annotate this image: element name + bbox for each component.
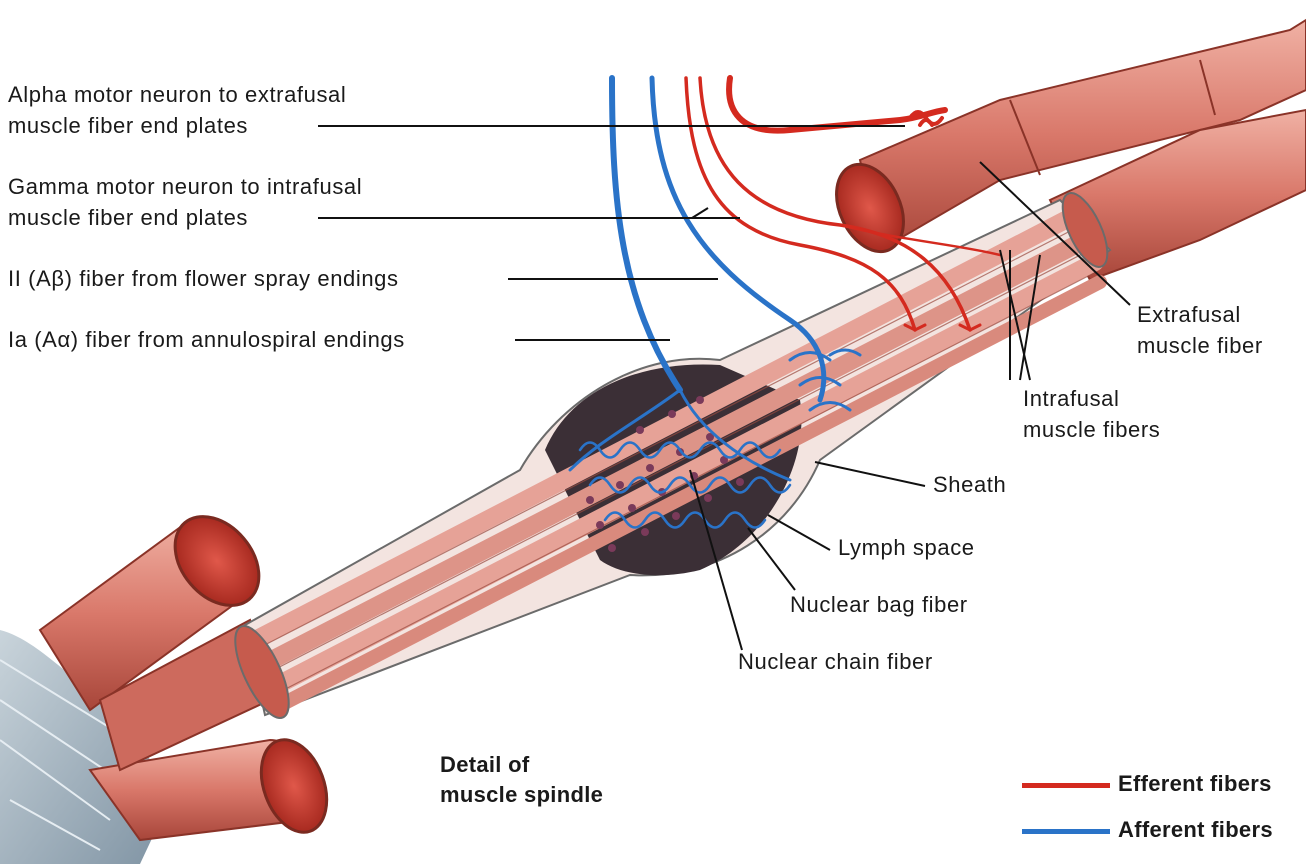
legend-afferent-swatch: [1022, 829, 1110, 834]
muscle-spindle: [234, 192, 1112, 719]
label-extrafusal-line2: muscle fiber: [1137, 333, 1263, 358]
legend-afferent-label: Afferent fibers: [1118, 817, 1273, 842]
legend-efferent-swatch: [1022, 783, 1110, 788]
caption-line2: muscle spindle: [440, 782, 604, 807]
label-sheath: Sheath: [933, 472, 1007, 497]
label-nuclear-bag-fiber: Nuclear bag fiber: [790, 592, 968, 617]
caption-line1: Detail of: [440, 752, 530, 777]
label-extrafusal-line1: Extrafusal: [1137, 302, 1241, 327]
label-ii-fiber: II (Aβ) fiber from flower spray endings: [8, 266, 399, 291]
label-intrafusal-line1: Intrafusal: [1023, 386, 1120, 411]
efferent-fibers: [684, 75, 1002, 332]
legend-efferent-label: Efferent fibers: [1118, 771, 1272, 796]
label-gamma-motor-neuron-line1: Gamma motor neuron to intrafusal: [8, 174, 363, 199]
label-intrafusal-line2: muscle fibers: [1023, 417, 1161, 442]
extrafusal-fiber-upper-right: [835, 18, 1306, 282]
label-gamma-motor-neuron-line2: muscle fiber end plates: [8, 205, 249, 230]
label-alpha-motor-neuron-line2: muscle fiber end plates: [8, 113, 249, 138]
leader-lines: [318, 125, 1131, 651]
label-nuclear-chain-fiber: Nuclear chain fiber: [738, 649, 933, 674]
extrafusal-fibers-lower-left: [38, 515, 329, 842]
label-lymph-space: Lymph space: [838, 535, 975, 560]
label-ia-fiber: Ia (Aα) fiber from annulospiral endings: [8, 327, 405, 352]
label-alpha-motor-neuron-line1: Alpha motor neuron to extrafusal: [8, 82, 347, 107]
